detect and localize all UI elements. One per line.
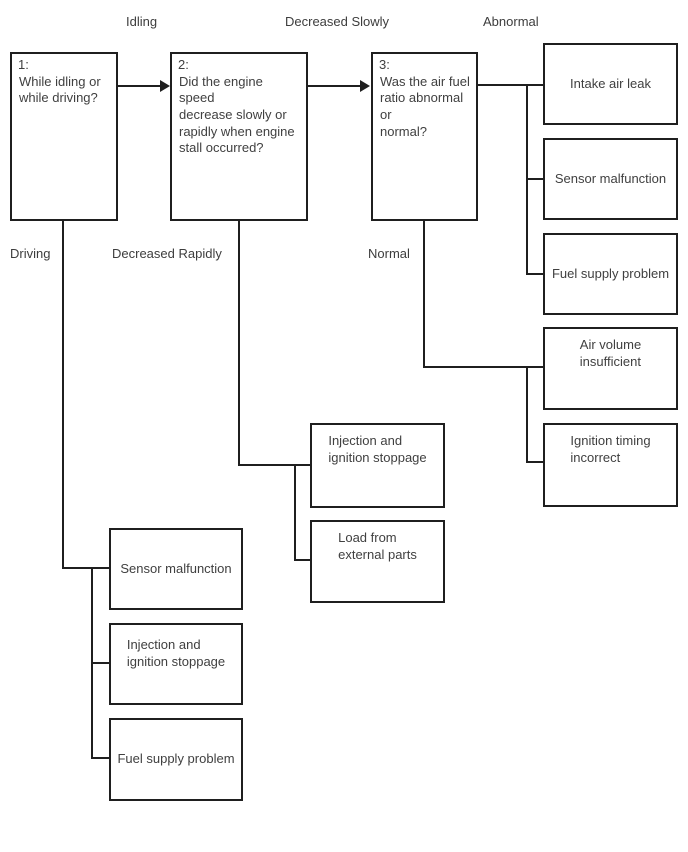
result-box-air-volume-insufficient: Air volume insufficient xyxy=(543,327,678,410)
result-box-injection-ignition-stoppage-rapid: Injection and ignition stoppage xyxy=(310,423,445,508)
connector-abnormal-stub-fuel xyxy=(526,273,543,275)
connector-rapid-trunk xyxy=(294,464,296,561)
branch-label-driving: Driving xyxy=(10,246,51,261)
result-box-sensor-malfunction-driving: Sensor malfunction xyxy=(109,528,243,610)
result-box-load-external-parts: Load from external parts xyxy=(310,520,445,603)
result-box-fuel-supply-problem-driving: Fuel supply problem xyxy=(109,718,243,801)
question-2-text: Did the engine speed decrease slowly or … xyxy=(179,73,295,156)
result-label: Ignition timing incorrect xyxy=(570,433,651,465)
result-label: Fuel supply problem xyxy=(117,751,235,767)
connector-driving-stub-fuel xyxy=(91,757,109,759)
connector-rapid-stub-load xyxy=(294,559,310,561)
result-label: Intake air leak xyxy=(570,75,651,91)
result-label: Injection and ignition stoppage xyxy=(328,433,427,465)
connector-normal-stub-ignition xyxy=(526,461,543,463)
connector-normal-drop xyxy=(423,221,425,368)
connector-driving-main xyxy=(62,567,109,569)
connector-abnormal-stub-sensor xyxy=(526,178,543,180)
connector-rapid-drop xyxy=(238,221,240,466)
result-box-injection-ignition-stoppage-driving: Injection and ignition stoppage xyxy=(109,623,243,705)
result-label: Sensor malfunction xyxy=(554,170,667,186)
connector-normal-main xyxy=(423,366,543,368)
result-box-intake-air-leak: Intake air leak xyxy=(543,43,678,125)
result-label: Fuel supply problem xyxy=(551,265,670,281)
arrowhead-icon xyxy=(160,80,170,92)
result-box-fuel-supply-problem-abnormal: Fuel supply problem xyxy=(543,233,678,315)
result-box-sensor-malfunction-abnormal: Sensor malfunction xyxy=(543,138,678,220)
branch-label-decreased-slowly: Decreased Slowly xyxy=(285,14,390,29)
connector-driving-drop xyxy=(62,221,64,569)
result-label: Load from external parts xyxy=(338,530,417,562)
arrowhead-icon xyxy=(360,80,370,92)
result-label: Air volume insufficient xyxy=(579,337,642,369)
question-3-number: 3: xyxy=(379,57,390,72)
result-box-ignition-timing-incorrect: Ignition timing incorrect xyxy=(543,423,678,507)
question-1-number: 1: xyxy=(18,57,29,72)
connector-normal-trunk xyxy=(526,366,528,463)
branch-label-normal: Normal xyxy=(368,246,410,261)
connector-abnormal-main xyxy=(478,84,543,86)
branch-label-abnormal: Abnormal xyxy=(483,14,539,29)
result-label: Sensor malfunction xyxy=(120,560,232,576)
question-box-1: 1: While idling or while driving? xyxy=(10,52,118,221)
result-label: Injection and ignition stoppage xyxy=(126,637,226,669)
branch-label-decreased-rapidly: Decreased Rapidly xyxy=(112,246,222,261)
question-box-3: 3: Was the air fuel ratio abnormal or no… xyxy=(371,52,478,221)
question-3-text: Was the air fuel ratio abnormal or norma… xyxy=(380,73,470,139)
branch-label-idling: Idling xyxy=(126,14,158,29)
question-2-number: 2: xyxy=(178,57,189,72)
connector-q2-q3-line xyxy=(308,85,361,87)
connector-driving-stub-injection xyxy=(91,662,109,664)
question-1-text: While idling or while driving? xyxy=(19,73,101,106)
connector-rapid-main xyxy=(238,464,310,466)
question-box-2: 2: Did the engine speed decrease slowly … xyxy=(170,52,308,221)
connector-q1-q2-line xyxy=(118,85,161,87)
